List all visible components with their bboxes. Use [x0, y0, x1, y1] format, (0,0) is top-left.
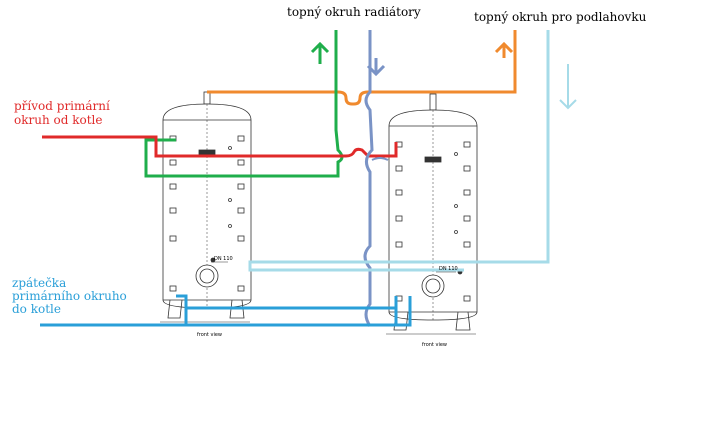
front-view-left: front view — [197, 332, 222, 338]
radiators-label: topný okruh radiátory — [287, 5, 421, 19]
return-label-line3: do kotle — [12, 302, 61, 316]
front-view-right: front view — [422, 342, 447, 348]
floor-heating-label: topný okruh pro podlahovku — [474, 10, 647, 24]
orange-arrow-up — [494, 41, 514, 58]
green-arrow-up — [310, 41, 330, 64]
lightblue-arrow-down — [559, 64, 577, 110]
return-label-line1: zpátečka — [12, 276, 67, 290]
lightblue-floor-return — [248, 30, 550, 272]
left-tank-ports — [169, 135, 245, 292]
steel-arrow-down — [366, 58, 386, 77]
right-tank-ports — [395, 141, 471, 302]
red-supply-pipe — [42, 135, 398, 158]
steel-radiator-return — [363, 30, 374, 327]
dn-tag-left: DN 110 — [214, 256, 233, 262]
dn-tag-right: DN 110 — [439, 266, 458, 272]
supply-label-line2: okruh od kotle — [14, 113, 103, 127]
green-radiator-pipe — [144, 30, 344, 178]
orange-supply-pipe — [207, 30, 517, 106]
supply-label-line1: přívod primární — [14, 99, 110, 113]
steel-tie — [371, 157, 389, 161]
blue-return-pipe — [40, 294, 412, 327]
return-label-line2: primárního okruho — [12, 289, 127, 303]
right-tank — [386, 93, 478, 335]
